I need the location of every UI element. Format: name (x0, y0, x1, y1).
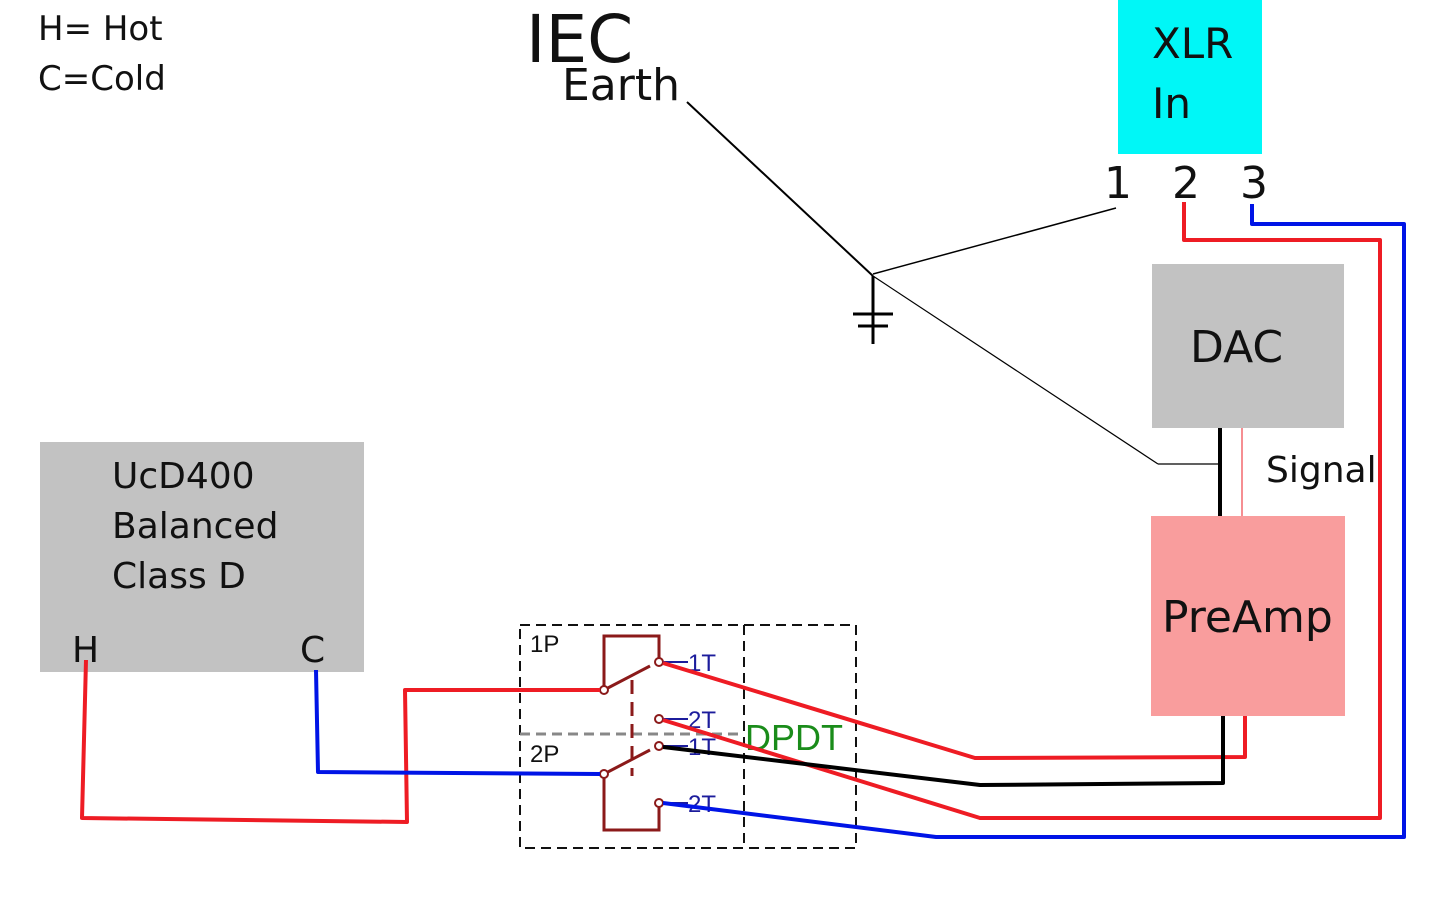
terminal-2t-b: 2T (688, 791, 716, 818)
hot-wiring (80, 202, 1382, 824)
pole-2-common (599, 769, 609, 779)
preamp-label: PreAmp (1162, 592, 1333, 643)
pole-2-label: 2P (530, 741, 559, 768)
cold-wiring (314, 204, 1406, 839)
xlr-pin-1: 1 (1104, 158, 1132, 209)
preamp-hot-wire (662, 661, 1247, 760)
xlr-pin-2: 2 (1172, 158, 1200, 209)
ground-wiring (686, 101, 1220, 465)
dac-label: DAC (1190, 322, 1283, 373)
legend-hot: H= Hot (38, 9, 163, 49)
pole-2-throw-2 (654, 798, 664, 808)
amp-box (40, 442, 364, 672)
earth-wire (686, 101, 874, 277)
terminal-1t-b: 1T (688, 734, 716, 761)
amp-label-line2: Balanced (112, 506, 278, 547)
pole-2-throw-1 (654, 741, 664, 751)
amp-hot-wire (80, 659, 600, 824)
pole-1-label: 1P (530, 631, 559, 658)
dpdt-switch: 1P 2P DPDT 1T 2T 1T 2T (519, 624, 857, 849)
legend-cold: C=Cold (38, 59, 166, 99)
xlr-pin2-hot-wire (662, 202, 1382, 820)
pole-1-common (599, 685, 609, 695)
iec-earth-label: Earth (562, 60, 680, 111)
pole-1-throw-1 (654, 657, 664, 667)
amp-cold-wire (314, 669, 601, 776)
xlr-label-line1: XLR (1152, 19, 1233, 68)
dac-ground-wire (872, 275, 1159, 465)
pole-1-throw-2 (654, 714, 664, 724)
preamp-box (1151, 516, 1345, 716)
xlr-label-line2: In (1152, 79, 1191, 128)
xlr-in-box (1118, 0, 1262, 154)
ground-symbol-icon (853, 276, 893, 344)
signal-label: Signal (1266, 450, 1377, 491)
dac-box (1152, 264, 1344, 428)
xlr-pin-3: 3 (1240, 158, 1268, 209)
switch-enclosure (519, 624, 857, 849)
iec-title: IEC (526, 1, 633, 78)
preamp-ground-wire (662, 716, 1225, 787)
xlr-pin1-ground-wire (872, 207, 1117, 275)
amp-label-line3: Class D (112, 556, 246, 597)
amp-label-line1: UcD400 (112, 456, 255, 497)
xlr-pin3-cold-wire (662, 204, 1406, 839)
amp-cold-terminal: C (300, 630, 325, 671)
